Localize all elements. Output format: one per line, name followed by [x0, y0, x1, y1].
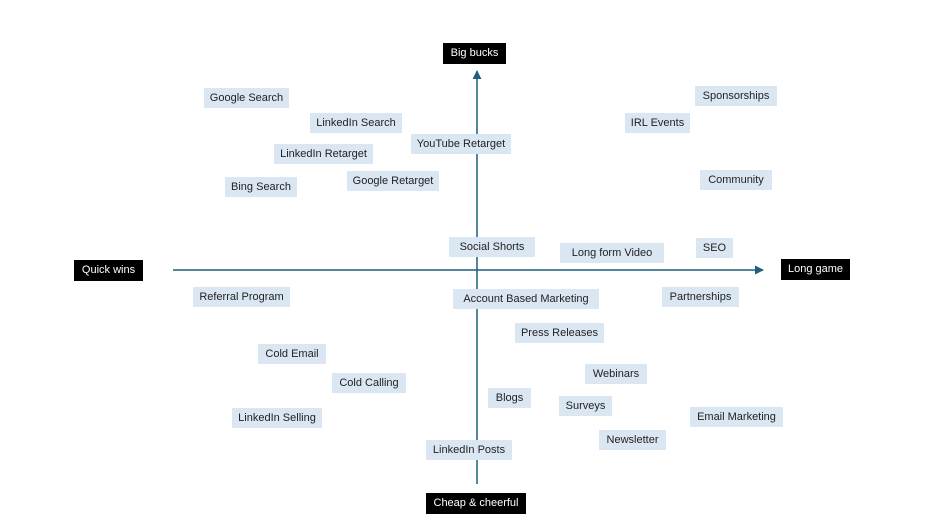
- axis-label-right: Long game: [781, 259, 850, 280]
- tactic-google-search: Google Search: [204, 88, 289, 108]
- tactic-long-form-video: Long form Video: [560, 243, 664, 263]
- tactic-social-shorts: Social Shorts: [449, 237, 535, 257]
- tactic-blogs: Blogs: [488, 388, 531, 408]
- tactic-youtube-retarget: YouTube Retarget: [411, 134, 511, 154]
- tactic-account-based-marketing: Account Based Marketing: [453, 289, 599, 309]
- axis-label-left: Quick wins: [74, 260, 143, 281]
- tactic-bing-search: Bing Search: [225, 177, 297, 197]
- tactic-seo: SEO: [696, 238, 733, 258]
- tactic-webinars: Webinars: [585, 364, 647, 384]
- tactic-linkedin-posts: LinkedIn Posts: [426, 440, 512, 460]
- tactic-newsletter: Newsletter: [599, 430, 666, 450]
- tactic-cold-email: Cold Email: [258, 344, 326, 364]
- tactic-irl-events: IRL Events: [625, 113, 690, 133]
- tactic-surveys: Surveys: [559, 396, 612, 416]
- tactic-community: Community: [700, 170, 772, 190]
- axis-label-bottom: Cheap & cheerful: [426, 493, 526, 514]
- tactic-referral-program: Referral Program: [193, 287, 290, 307]
- tactic-linkedin-selling: LinkedIn Selling: [232, 408, 322, 428]
- tactic-google-retarget: Google Retarget: [347, 171, 439, 191]
- tactic-linkedin-retarget: LinkedIn Retarget: [274, 144, 373, 164]
- tactic-linkedin-search: LinkedIn Search: [310, 113, 402, 133]
- tactic-cold-calling: Cold Calling: [332, 373, 406, 393]
- tactic-press-releases: Press Releases: [515, 323, 604, 343]
- tactic-sponsorships: Sponsorships: [695, 86, 777, 106]
- axis-label-top: Big bucks: [443, 43, 506, 64]
- tactic-partnerships: Partnerships: [662, 287, 739, 307]
- tactic-email-marketing: Email Marketing: [690, 407, 783, 427]
